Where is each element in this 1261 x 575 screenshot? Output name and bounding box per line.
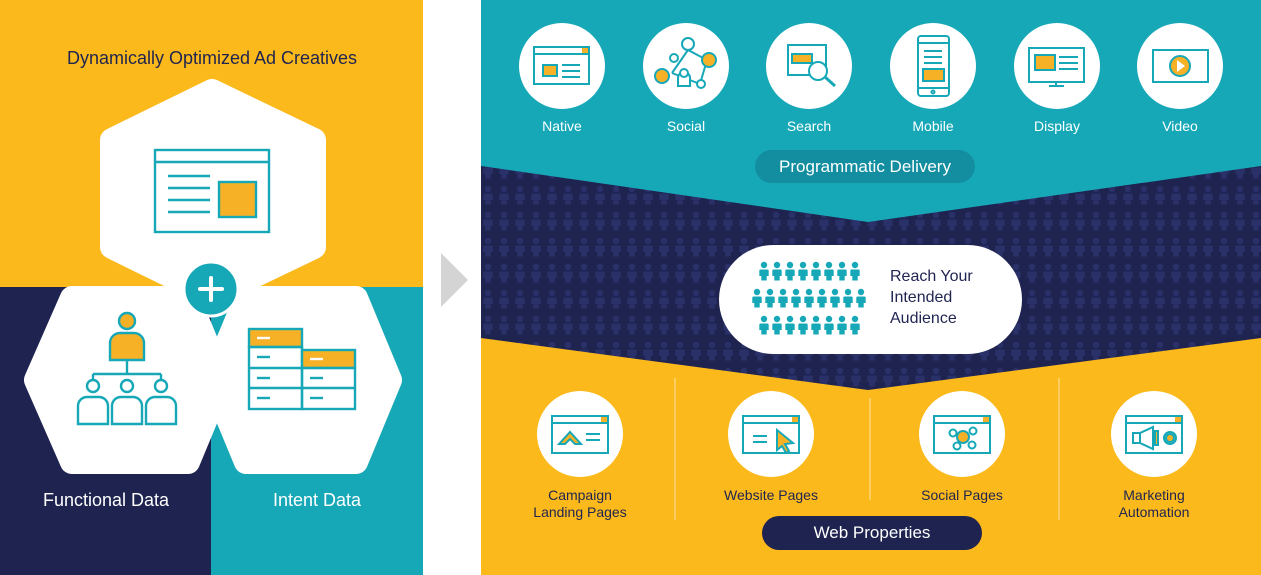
- web-property-campaign-line-2: Landing Pages: [533, 504, 627, 520]
- org-chart-icon: [76, 311, 178, 426]
- web-properties-label: Web Properties: [813, 523, 931, 542]
- ad-creative-icon: [153, 148, 271, 234]
- display-monitor-icon: [1028, 47, 1085, 87]
- video-play-icon: [1152, 49, 1209, 83]
- channel-label-search: Search: [786, 118, 832, 134]
- web-property-dividers: [674, 378, 1060, 520]
- social-page-icon: [933, 415, 991, 454]
- channel-label-mobile: Mobile: [912, 118, 954, 134]
- web-property-social-label: Social Pages: [921, 487, 1003, 503]
- web-property-campaign-line-1: Campaign: [548, 487, 612, 503]
- website-cursor-icon: [742, 415, 800, 455]
- audience-line-3: Audience: [890, 310, 957, 327]
- search-icon: [787, 44, 837, 88]
- channel-label-native: Native: [542, 118, 582, 134]
- channel-label-video: Video: [1162, 118, 1198, 134]
- social-network-icon: [654, 37, 717, 89]
- functional-data-label: Functional Data: [42, 490, 170, 510]
- megaphone-icon: [1125, 415, 1183, 454]
- programmatic-pill-bg: [755, 150, 975, 183]
- programmatic-delivery-label: Programmatic Delivery: [779, 156, 951, 176]
- audience-line-1: Reach Your: [890, 268, 973, 285]
- flow-arrow: [441, 253, 468, 307]
- web-properties-pill-bg: [762, 516, 982, 550]
- audience-line-2: Intended: [890, 289, 953, 306]
- mobile-icon: [917, 35, 950, 97]
- data-table-icon: [247, 327, 357, 411]
- audience-capsule: [719, 245, 1022, 354]
- native-ad-icon: [533, 46, 590, 85]
- web-property-website-label: Website Pages: [724, 487, 818, 503]
- plus-sign: [198, 276, 224, 302]
- web-property-marketing-line-1: Marketing: [1123, 487, 1185, 503]
- web-properties-yellow-band: [481, 338, 1261, 575]
- left-panel-title: Dynamically Optimized Ad Creatives: [66, 48, 358, 68]
- web-property-marketing-line-2: Automation: [1118, 504, 1190, 520]
- intent-data-label: Intent Data: [272, 490, 362, 510]
- channel-label-display: Display: [1034, 118, 1080, 134]
- landing-page-icon: [551, 415, 609, 454]
- channel-label-social: Social: [666, 118, 706, 134]
